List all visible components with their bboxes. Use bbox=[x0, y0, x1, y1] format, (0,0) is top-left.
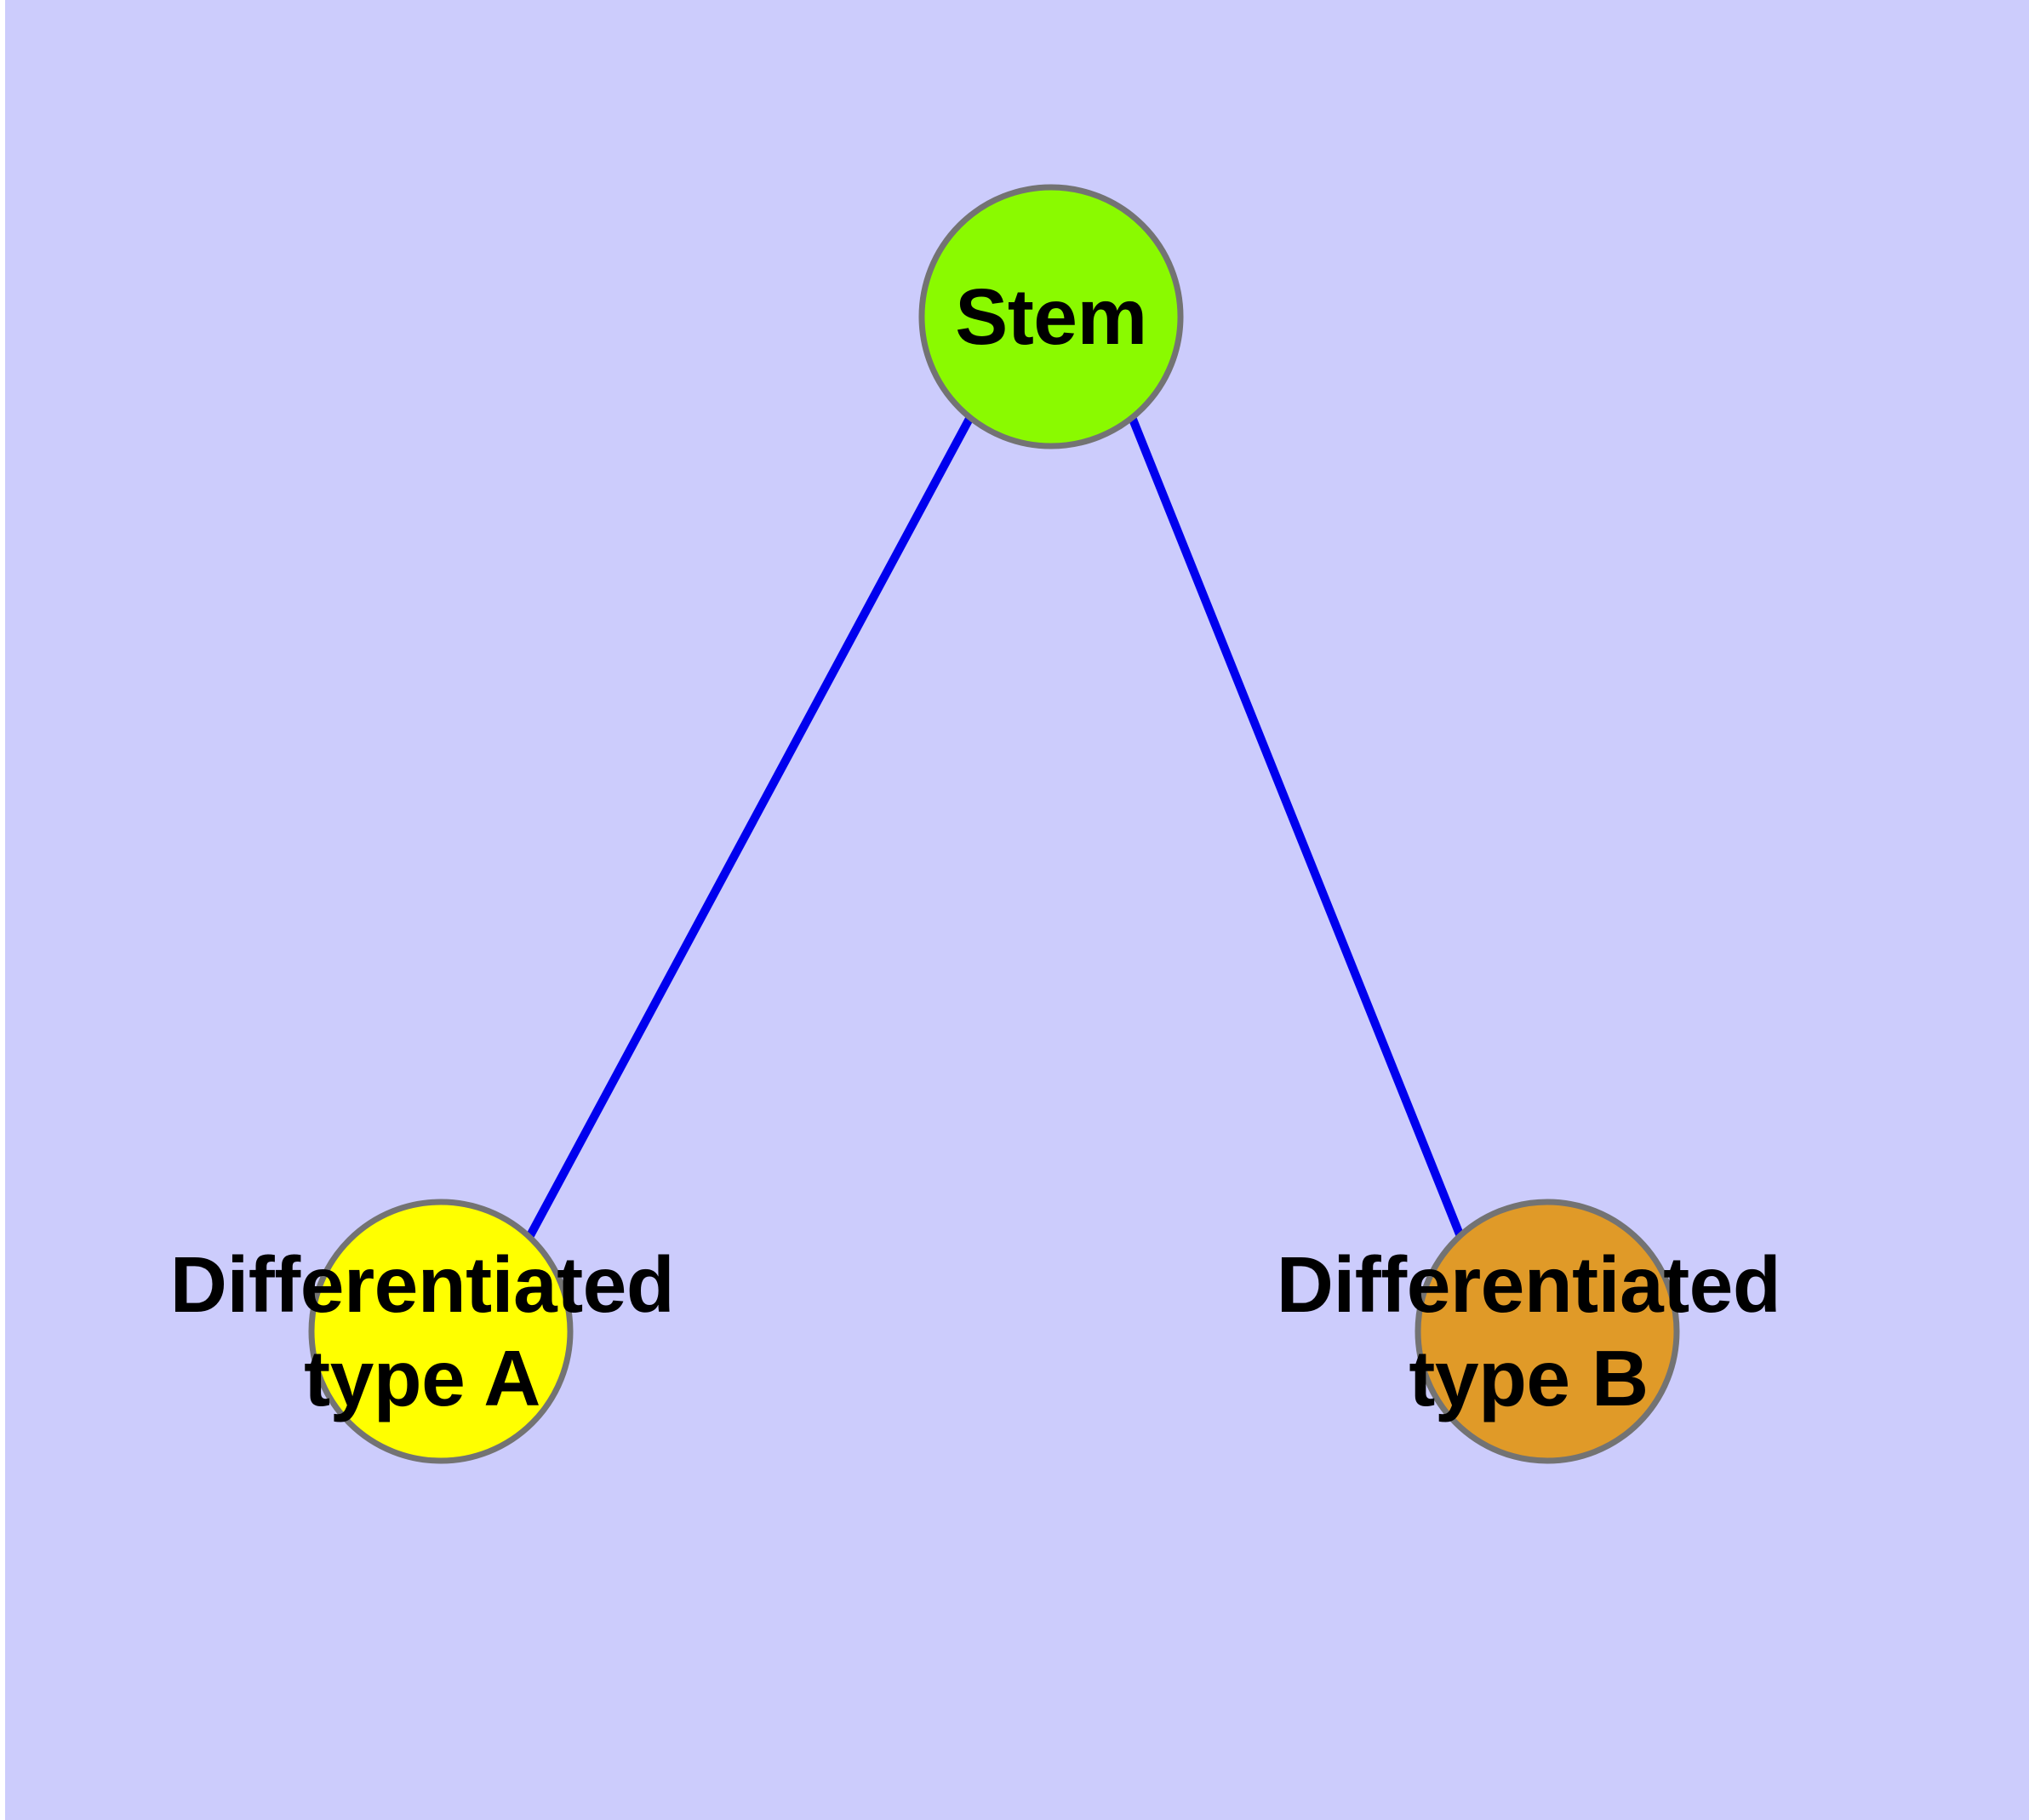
edge-stem-to-diff-b[interactable] bbox=[1128, 415, 1471, 1253]
node-circle-diff-b[interactable] bbox=[1415, 1199, 1680, 1464]
edge-layer bbox=[517, 415, 1471, 1254]
node-layer bbox=[308, 184, 1680, 1464]
node-circle-stem[interactable] bbox=[918, 184, 1184, 449]
edge-stem-to-diff-a[interactable] bbox=[517, 415, 974, 1254]
node-circle-diff-a[interactable] bbox=[308, 1199, 574, 1464]
